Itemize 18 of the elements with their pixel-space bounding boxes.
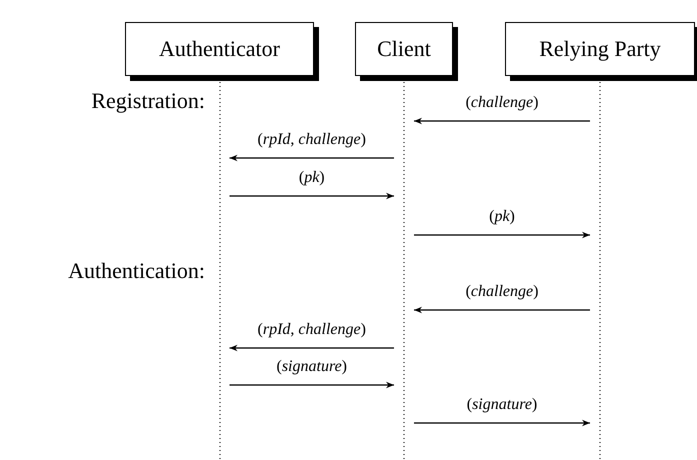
edge-label: (challenge) — [464, 94, 540, 112]
edge-label: (pk) — [296, 169, 327, 187]
phase-label: Authentication: — [67, 258, 205, 284]
arrow — [230, 154, 394, 162]
edge-label: (rpId, challenge) — [256, 131, 368, 149]
arrow — [414, 420, 590, 426]
arrow — [414, 118, 590, 124]
arrow — [230, 382, 394, 388]
edge-label: (signature) — [464, 396, 540, 414]
arrow — [414, 306, 590, 314]
arrow — [230, 192, 394, 200]
arrow — [414, 232, 590, 238]
arrow — [230, 344, 394, 352]
edge-label: (challenge) — [464, 283, 540, 301]
edge-label: (rpId, challenge) — [256, 321, 368, 339]
edge-label: (pk) — [487, 208, 517, 226]
edge-label: (signature) — [274, 358, 349, 376]
phase-label: Registration: — [90, 88, 205, 114]
